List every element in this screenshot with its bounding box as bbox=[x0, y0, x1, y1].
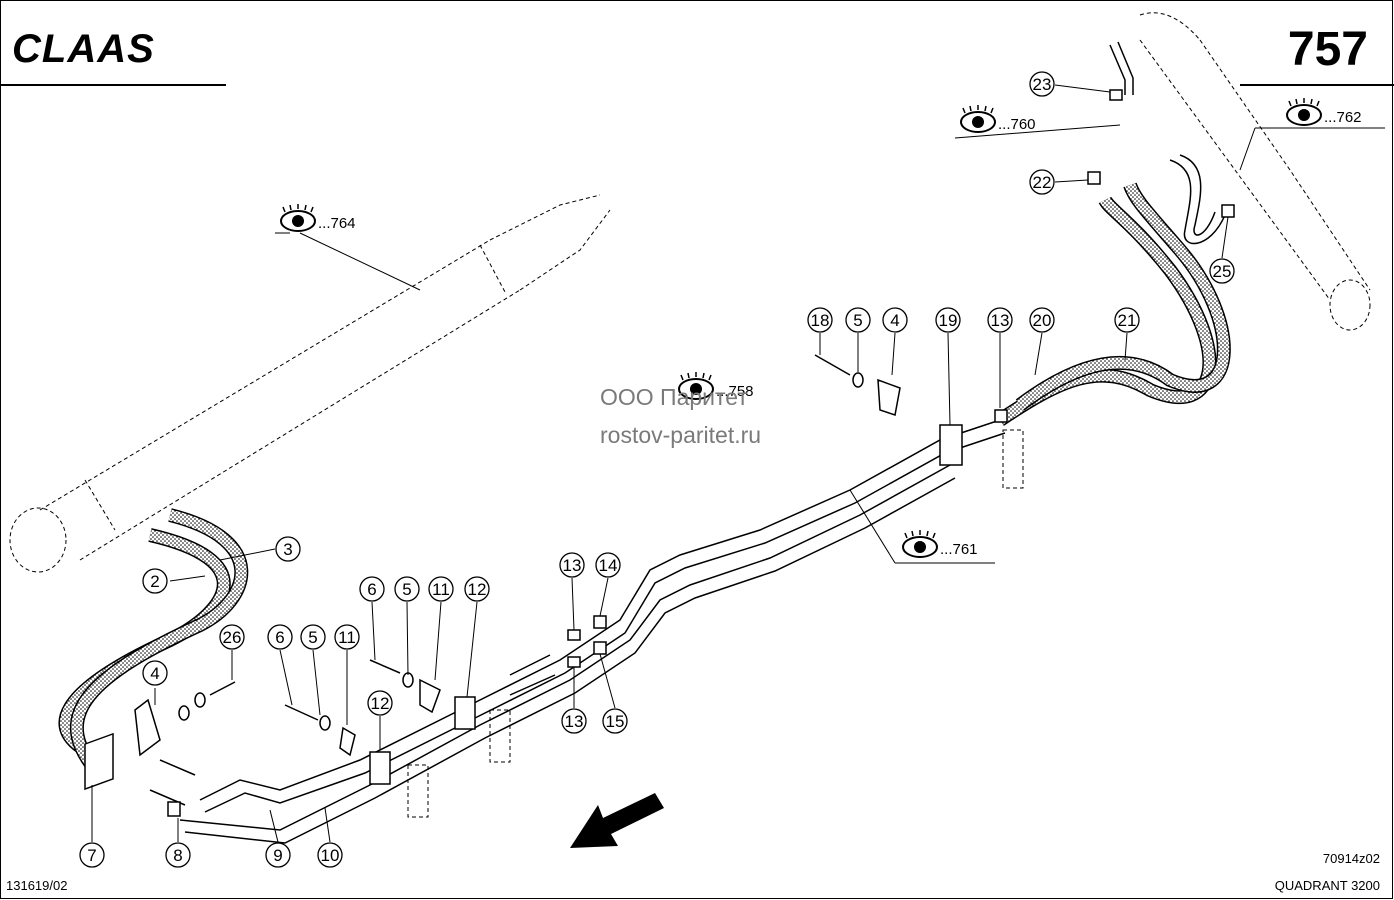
callout-label: 23 bbox=[1033, 75, 1052, 94]
reference-762: ...762 bbox=[1324, 109, 1362, 126]
callout-label: 15 bbox=[606, 712, 625, 731]
callout-12: 12 bbox=[464, 576, 490, 602]
clamp-blocks bbox=[84, 424, 963, 791]
callout-13: 13 bbox=[987, 307, 1013, 333]
callout-label: 2 bbox=[150, 572, 159, 591]
eye-icon bbox=[1286, 97, 1322, 126]
svg-text:CLAAS: CLAAS bbox=[12, 27, 155, 71]
callout-label: 8 bbox=[173, 846, 182, 865]
callout-label: 4 bbox=[890, 311, 899, 330]
callout-6: 6 bbox=[359, 576, 385, 602]
callout-4: 4 bbox=[882, 307, 908, 333]
hose-pair-left bbox=[58, 508, 249, 780]
callout-label: 18 bbox=[811, 311, 830, 330]
model-name: QUADRANT 3200 bbox=[1275, 878, 1380, 893]
callout-7: 7 bbox=[79, 842, 105, 868]
callout-label: 7 bbox=[87, 846, 96, 865]
callout-18: 18 bbox=[807, 307, 833, 333]
hose-pair-right bbox=[996, 182, 1231, 426]
callout-label: 20 bbox=[1033, 311, 1052, 330]
callout-label: 11 bbox=[432, 580, 450, 599]
callout-4: 4 bbox=[142, 660, 168, 686]
callout-label: 4 bbox=[150, 664, 159, 683]
callout-21: 21 bbox=[1114, 307, 1140, 333]
eye-icon bbox=[960, 104, 996, 133]
callout-14: 14 bbox=[595, 552, 621, 578]
leader-lines bbox=[91, 84, 1385, 843]
callout-3: 3 bbox=[275, 536, 301, 562]
reference-760: ...760 bbox=[998, 116, 1036, 133]
direction-arrow-icon bbox=[570, 793, 664, 848]
callout-label: 3 bbox=[283, 540, 292, 559]
callout-label: 13 bbox=[563, 556, 582, 575]
callout-25: 25 bbox=[1209, 258, 1235, 284]
callout-8: 8 bbox=[165, 842, 191, 868]
callout-22: 22 bbox=[1029, 169, 1055, 195]
callout-label: 25 bbox=[1213, 262, 1232, 281]
callout-20: 20 bbox=[1029, 307, 1055, 333]
callout-label: 14 bbox=[599, 556, 618, 575]
reference-758: ...758 bbox=[716, 383, 754, 400]
callout-26: 26 bbox=[219, 624, 245, 650]
callout-label: 5 bbox=[308, 628, 317, 647]
callout-label: 26 bbox=[223, 628, 242, 647]
callout-label: 22 bbox=[1033, 173, 1052, 192]
watermark-url: rostov-paritet.ru bbox=[600, 422, 761, 448]
watermark-company: ООО Паритет bbox=[600, 384, 748, 410]
callout-label: 6 bbox=[367, 580, 376, 599]
page-number: 757 bbox=[1288, 23, 1368, 76]
callout-13: 13 bbox=[559, 552, 585, 578]
callout-5: 5 bbox=[394, 576, 420, 602]
callout-label: 13 bbox=[991, 311, 1010, 330]
callout-11: 11 bbox=[334, 624, 360, 650]
eye-icon bbox=[902, 529, 938, 558]
callout-label: 12 bbox=[371, 694, 390, 713]
callout-label: 19 bbox=[939, 311, 958, 330]
callout-label: 6 bbox=[275, 628, 284, 647]
callout-15: 15 bbox=[602, 708, 628, 734]
callout-12: 12 bbox=[367, 690, 393, 716]
callout-2: 2 bbox=[142, 568, 168, 594]
eye-icon bbox=[280, 203, 316, 232]
callout-label: 5 bbox=[402, 580, 411, 599]
callout-10: 10 bbox=[317, 842, 343, 868]
drawing-code: 70914z02 bbox=[1323, 851, 1380, 866]
hardware-parts bbox=[134, 89, 1235, 817]
callout-19: 19 bbox=[935, 307, 961, 333]
callout-label: 13 bbox=[565, 712, 584, 731]
callout-11: 11 bbox=[428, 576, 454, 602]
callout-5: 5 bbox=[845, 307, 871, 333]
brand-logo: CLAAS bbox=[12, 27, 155, 71]
document-number: 131619/02 bbox=[6, 878, 67, 893]
reference-764: ...764 bbox=[318, 215, 356, 232]
callout-9: 9 bbox=[265, 842, 291, 868]
callout-label: 10 bbox=[321, 846, 340, 865]
callout-label: 5 bbox=[853, 311, 862, 330]
cylinder-upper-right bbox=[1139, 12, 1371, 331]
callout-label: 9 bbox=[273, 846, 282, 865]
callout-23: 23 bbox=[1029, 71, 1055, 97]
callout-label: 21 bbox=[1118, 311, 1137, 330]
cylinder-upper-left bbox=[9, 194, 611, 573]
mounting-posts bbox=[407, 429, 1024, 818]
callout-5: 5 bbox=[300, 624, 326, 650]
callout-6: 6 bbox=[267, 624, 293, 650]
reference-761: ...761 bbox=[940, 541, 978, 558]
callout-13: 13 bbox=[561, 708, 587, 734]
callout-label: 11 bbox=[338, 628, 356, 647]
callout-label: 12 bbox=[468, 580, 487, 599]
